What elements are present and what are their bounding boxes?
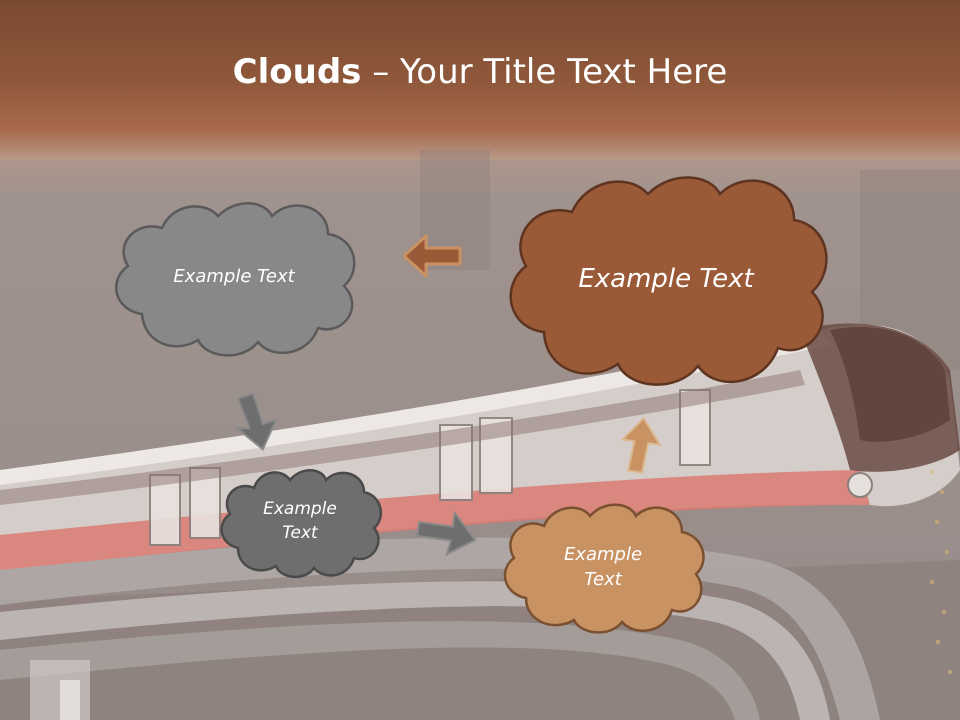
arrow-left-icon — [402, 234, 462, 278]
cloud-brown-large[interactable]: Example Text — [500, 166, 832, 392]
arrow-up-icon — [620, 416, 663, 474]
cloud-brown-large-text: Example Text — [578, 263, 754, 294]
cloud-tan-small-text: Example Text — [563, 543, 643, 590]
cloud-gray-small-text: Example Text — [263, 499, 337, 543]
cloud-gray-large-text: Example Text — [173, 266, 295, 288]
slide-title: Clouds – Your Title Text Here — [0, 52, 960, 92]
arrow-down-icon — [234, 392, 279, 451]
cloud-gray-small[interactable]: Example Text — [216, 464, 384, 580]
cloud-gray-large-shape — [114, 202, 356, 357]
title-bold: Clouds — [232, 52, 362, 92]
cloud-tan-small-shape — [503, 503, 705, 634]
cloud-gray-large[interactable]: Example Text — [108, 194, 360, 360]
cloud-gray-small-shape — [220, 469, 383, 578]
arrow-right-icon — [416, 510, 477, 556]
cloud-tan-small[interactable]: Example Text — [498, 498, 708, 636]
cloud-brown-large-shape — [509, 176, 828, 386]
title-rest: – Your Title Text Here — [361, 52, 728, 92]
